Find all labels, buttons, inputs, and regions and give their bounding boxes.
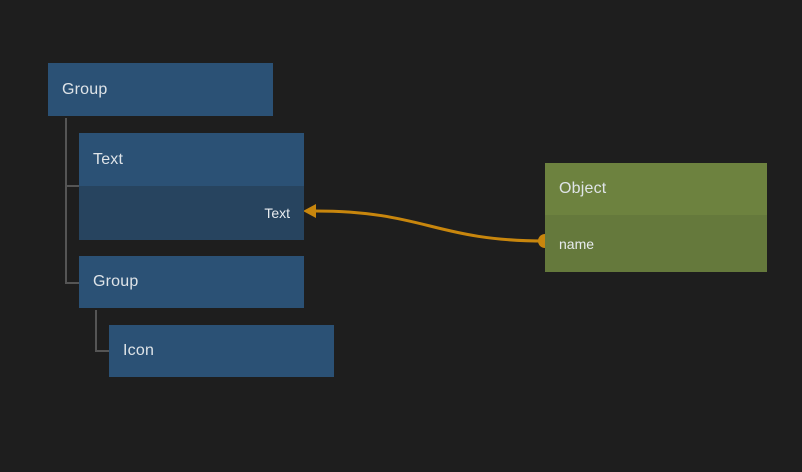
node-title-object-node[interactable]: Object bbox=[545, 163, 767, 215]
node-title-icon-node[interactable]: Icon bbox=[109, 325, 334, 377]
node-icon-node[interactable]: Icon bbox=[109, 325, 334, 377]
node-row-text-row-text[interactable]: Text bbox=[79, 186, 304, 240]
node-title-group-root[interactable]: Group bbox=[48, 63, 273, 116]
node-title-text-node[interactable]: Text bbox=[79, 133, 304, 186]
node-row-object-row-name[interactable]: name bbox=[545, 215, 767, 272]
node-title-group-child[interactable]: Group bbox=[79, 256, 304, 308]
node-group-child[interactable]: Group bbox=[79, 256, 304, 308]
node-row-label-object-row-name: name bbox=[559, 235, 595, 252]
node-object-node[interactable]: Object name bbox=[545, 163, 767, 272]
link-group-root-to-text bbox=[65, 118, 79, 187]
connection-arrowhead-icon bbox=[303, 204, 316, 218]
node-group-root[interactable]: Group bbox=[48, 63, 273, 116]
link-group-child-to-icon bbox=[95, 310, 109, 352]
connection-curve[interactable] bbox=[313, 209, 547, 243]
node-row-label-text-row-text: Text bbox=[264, 205, 290, 221]
link-group-root-to-group bbox=[65, 118, 79, 284]
